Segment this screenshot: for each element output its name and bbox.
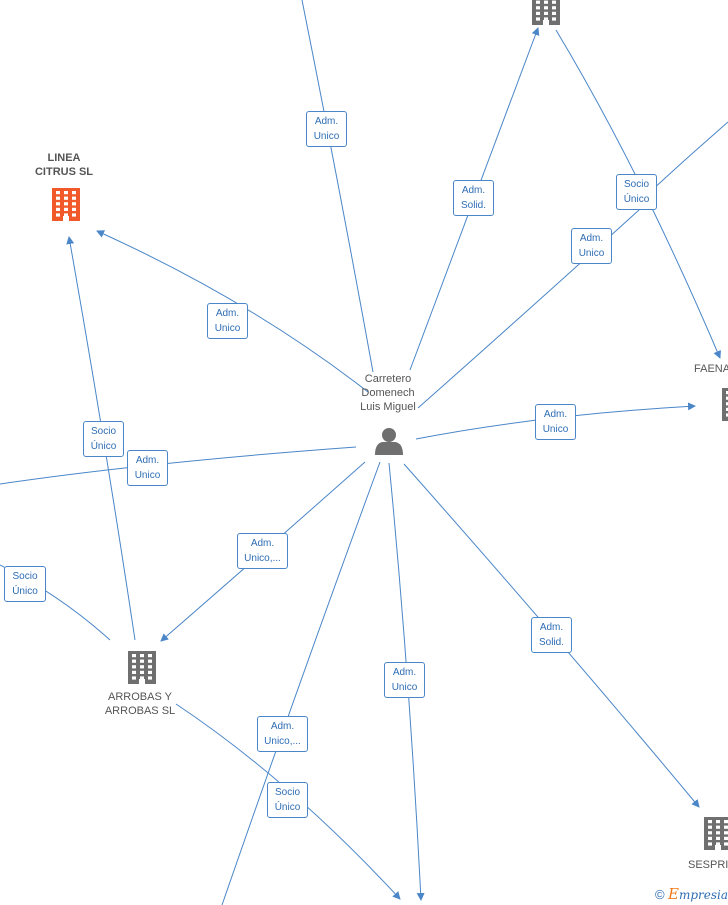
- edge-label[interactable]: Adm.Solid.: [531, 617, 572, 653]
- edge-label[interactable]: Adm.Unico: [306, 111, 347, 147]
- brand-logo-e: E: [667, 885, 679, 903]
- edge-offscreen-right: [651, 121, 728, 191]
- node-label-sespri[interactable]: SESPRI: [688, 859, 728, 871]
- copyright-symbol: ©: [655, 887, 665, 902]
- node-label-faena[interactable]: FAENA: [694, 363, 728, 375]
- edge-label[interactable]: Adm.Unico: [127, 450, 168, 486]
- edge-center-to-upper-right: [417, 199, 651, 409]
- edge-label[interactable]: Adm.Solid.: [453, 180, 494, 216]
- edge-label[interactable]: Adm.Unico: [207, 303, 248, 339]
- edge-top-to-center: [301, 0, 374, 373]
- node-label-arrobas[interactable]: ARROBAS Y ARROBAS SL: [104, 691, 176, 717]
- node-label-linea-citrus[interactable]: LINEA CITRUS SL: [34, 152, 94, 178]
- building-icon: [532, 0, 560, 25]
- building-icon: [128, 651, 156, 684]
- brand-watermark: © Empresia: [655, 885, 728, 903]
- edge-center-to-left: [0, 446, 357, 485]
- building-icon: [52, 188, 80, 221]
- building-icon: [704, 817, 728, 850]
- edge-label[interactable]: Adm.Unico,...: [237, 533, 288, 569]
- edge-label[interactable]: Adm.Unico: [384, 662, 425, 698]
- edge-label[interactable]: Adm.Unico: [571, 228, 612, 264]
- brand-logo-text: mpresia: [678, 888, 728, 902]
- edge-center-to-bottom-left: [221, 461, 381, 905]
- edge-label[interactable]: Adm.Unico: [535, 404, 576, 440]
- node-label-center-person[interactable]: Carretero Domenech Luis Miguel: [360, 373, 416, 413]
- building-icon: [722, 388, 728, 421]
- edge-label[interactable]: Adm.Unico,...: [257, 716, 308, 752]
- person-icon: [375, 428, 403, 455]
